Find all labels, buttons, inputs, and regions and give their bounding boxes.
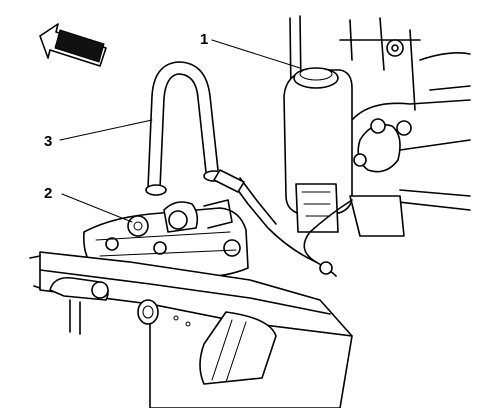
callout-leaders	[59, 39, 301, 223]
front-direction-arrow-icon	[39, 23, 107, 67]
steering-gear-assembly	[83, 199, 249, 278]
callout-1-leader	[211, 39, 301, 69]
callout-2-label: 2	[44, 185, 52, 202]
return-hose	[231, 177, 353, 277]
callout-2-leader	[61, 193, 133, 223]
callout-1-label: 1	[200, 31, 208, 48]
callout-3-label: 3	[44, 133, 52, 150]
pressure-hose	[145, 61, 245, 196]
frame-rail	[29, 251, 353, 408]
callout-3-leader	[59, 119, 153, 141]
power-steering-reservoir	[283, 15, 471, 237]
